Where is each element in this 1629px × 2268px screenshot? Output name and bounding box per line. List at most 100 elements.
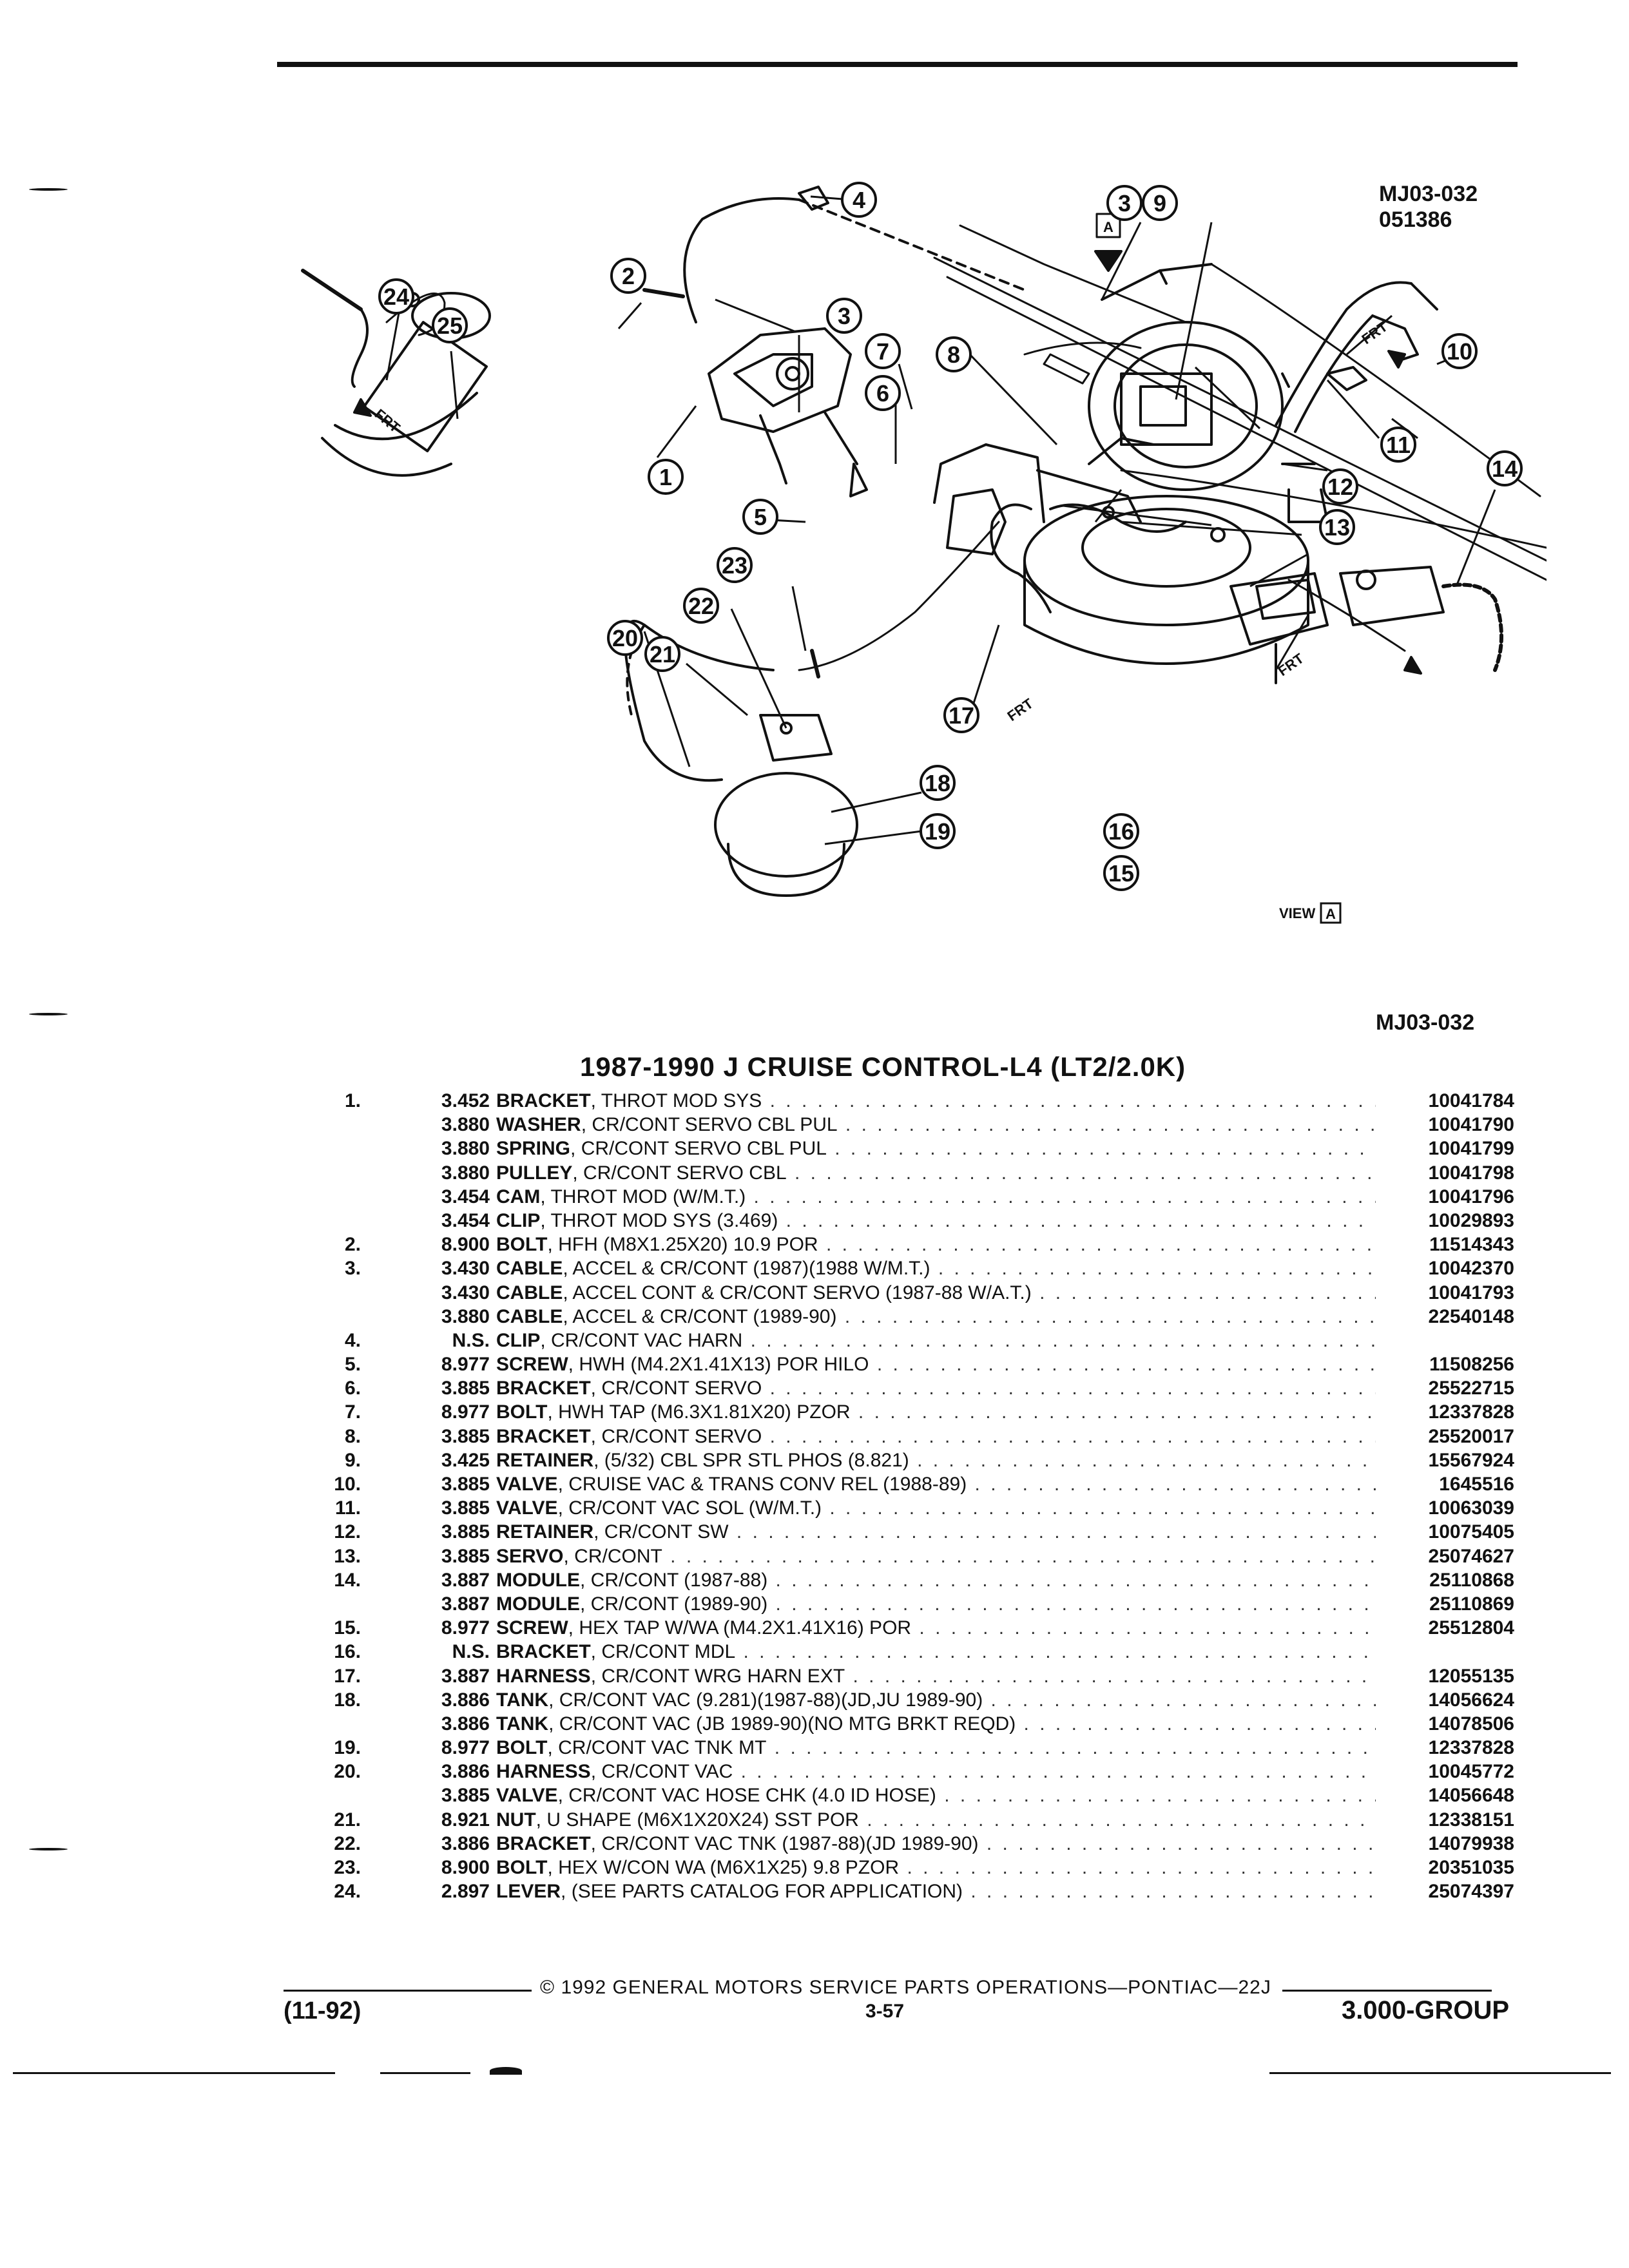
part-number: 10042370 (1428, 1258, 1514, 1280)
part-detail: , CR/CONT VAC HARN (540, 1329, 743, 1351)
part-number: 25110868 (1429, 1569, 1514, 1591)
part-description: MODULE, CR/CONT (1987-88) . . . . . . . … (496, 1568, 1376, 1592)
ref-number: 3. (344, 1258, 361, 1280)
bottom-scan-rule-mid (380, 2072, 470, 2074)
part-description: RETAINER, CR/CONT SW . . . . . . . . . .… (496, 1520, 1376, 1544)
part-name: BOLT (496, 1857, 548, 1878)
group-number: 8.900 (441, 1234, 490, 1256)
leader-dots: . . . . . . . . . . . . . . . . . . . . … (990, 1689, 1376, 1711)
part-detail: , CR/CONT SERVO (590, 1425, 762, 1447)
part-detail: , CR/CONT SERVO (590, 1378, 762, 1399)
part-detail: , CR/CONT (1989-90) (580, 1593, 768, 1615)
part-detail: , CR/CONT (563, 1545, 662, 1567)
leader-dots: . . . . . . . . . . . . . . . . . . . . … (876, 1354, 1376, 1376)
group-number: N.S. (452, 1641, 490, 1663)
part-number: 14056648 (1428, 1785, 1514, 1807)
part-number: 10029893 (1428, 1209, 1514, 1231)
part-description: PULLEY, CR/CONT SERVO CBL . . . . . . . … (496, 1161, 1376, 1185)
svg-text:18: 18 (925, 770, 950, 796)
leader-dots: . . . . . . . . . . . . . . . . . . . . … (944, 1785, 1376, 1807)
part-description: CABLE, ACCEL & CR/CONT (1989-90) . . . .… (496, 1305, 1376, 1329)
frt-label-view: FRT (1275, 650, 1307, 679)
svg-text:3: 3 (1118, 190, 1131, 216)
callout-25: 25 (432, 307, 468, 343)
part-description: BRACKET, CR/CONT SERVO . . . . . . . . .… (496, 1425, 1376, 1448)
part-description: SPRING, CR/CONT SERVO CBL PUL . . . . . … (496, 1137, 1376, 1160)
callout-20: 20 (607, 620, 643, 656)
ref-number: 7. (344, 1401, 361, 1423)
callout-24: 24 (378, 278, 414, 314)
leader-dots: . . . . . . . . . . . . . . . . . . . . … (670, 1545, 1376, 1567)
group-number: 8.977 (441, 1617, 490, 1639)
svg-text:15: 15 (1108, 860, 1134, 887)
ref-number: 24. (334, 1881, 361, 1903)
part-name: NUT (496, 1809, 536, 1831)
part-number: 10045772 (1428, 1761, 1514, 1783)
part-number: 14056624 (1428, 1689, 1514, 1711)
part-description: SERVO, CR/CONT . . . . . . . . . . . . .… (496, 1544, 1376, 1568)
ref-number: 12. (334, 1521, 361, 1543)
leader-dots: . . . . . . . . . . . . . . . . . . . . … (858, 1401, 1376, 1423)
part-name: HARNESS (496, 1761, 591, 1783)
punch-mark (29, 188, 68, 191)
ref-number: 19. (334, 1737, 361, 1759)
diagram-ref-code: MJ03-032 (1379, 182, 1478, 206)
part-name: TANK (496, 1713, 549, 1735)
ref-number: 16. (334, 1641, 361, 1663)
leader-dots: . . . . . . . . . . . . . . . . . . . . … (970, 1881, 1376, 1903)
ref-number: 22. (334, 1832, 361, 1854)
svg-text:25: 25 (437, 312, 463, 339)
callout-9: 9 (1142, 185, 1178, 221)
ref-number: 4. (344, 1329, 361, 1351)
part-number: 15567924 (1428, 1449, 1514, 1471)
leader-dots: . . . . . . . . . . . . . . . . . . . . … (786, 1209, 1376, 1231)
group-number: 3.880 (441, 1305, 490, 1327)
part-description: VALVE, CR/CONT VAC HOSE CHK (4.0 ID HOSE… (496, 1783, 1376, 1807)
leader-dots: . . . . . . . . . . . . . . . . . . . . … (986, 1832, 1376, 1854)
svg-text:21: 21 (650, 641, 675, 668)
svg-text:22: 22 (688, 593, 714, 619)
part-detail: , ACCEL & CR/CONT (1989-90) (563, 1305, 837, 1327)
part-detail: , CR/CONT VAC TNK (1987-88)(JD 1989-90) (590, 1832, 979, 1854)
group-number: 3.886 (441, 1713, 490, 1735)
part-name: BOLT (496, 1234, 548, 1256)
ref-number: 18. (334, 1689, 361, 1711)
svg-text:1: 1 (659, 464, 672, 490)
ref-number: 20. (334, 1761, 361, 1783)
svg-text:7: 7 (876, 338, 889, 365)
part-number: 25522715 (1428, 1378, 1514, 1399)
callout-15: 15 (1103, 855, 1139, 891)
part-detail: , CR/CONT VAC (9.281)(1987-88)(JD,JU 198… (548, 1689, 983, 1711)
part-name: BOLT (496, 1737, 548, 1759)
ref-number: 23. (334, 1857, 361, 1878)
part-number: 25074397 (1428, 1881, 1514, 1903)
group-number: 3.885 (441, 1545, 490, 1567)
part-detail: , CR/CONT VAC SOL (W/M.T.) (557, 1497, 822, 1519)
part-detail: , ACCEL & CR/CONT (1987)(1988 W/M.T.) (563, 1258, 930, 1280)
part-name: CABLE (496, 1258, 563, 1280)
part-name: BRACKET (496, 1832, 591, 1854)
part-name: SPRING (496, 1138, 571, 1160)
part-number: 1645516 (1439, 1474, 1514, 1495)
callout-11: 11 (1380, 427, 1416, 463)
group-number: 8.921 (441, 1809, 490, 1831)
svg-text:3: 3 (838, 303, 851, 329)
part-description: HARNESS, CR/CONT VAC . . . . . . . . . .… (496, 1760, 1376, 1783)
group-number: 3.454 (441, 1209, 490, 1231)
part-detail: , HWH TAP (M6.3X1.81X20) PZOR (547, 1401, 851, 1423)
part-description: BRACKET, CR/CONT VAC TNK (1987-88)(JD 19… (496, 1832, 1376, 1856)
ref-number: 14. (334, 1569, 361, 1591)
leader-dots: . . . . . . . . . . . . . . . . . . . . … (834, 1138, 1376, 1160)
part-description: BOLT, CR/CONT VAC TNK MT . . . . . . . .… (496, 1736, 1376, 1760)
part-detail: , CR/CONT (1987-88) (580, 1569, 768, 1591)
svg-text:2: 2 (622, 263, 635, 289)
part-detail: , THROT MOD SYS (3.469) (540, 1209, 778, 1231)
